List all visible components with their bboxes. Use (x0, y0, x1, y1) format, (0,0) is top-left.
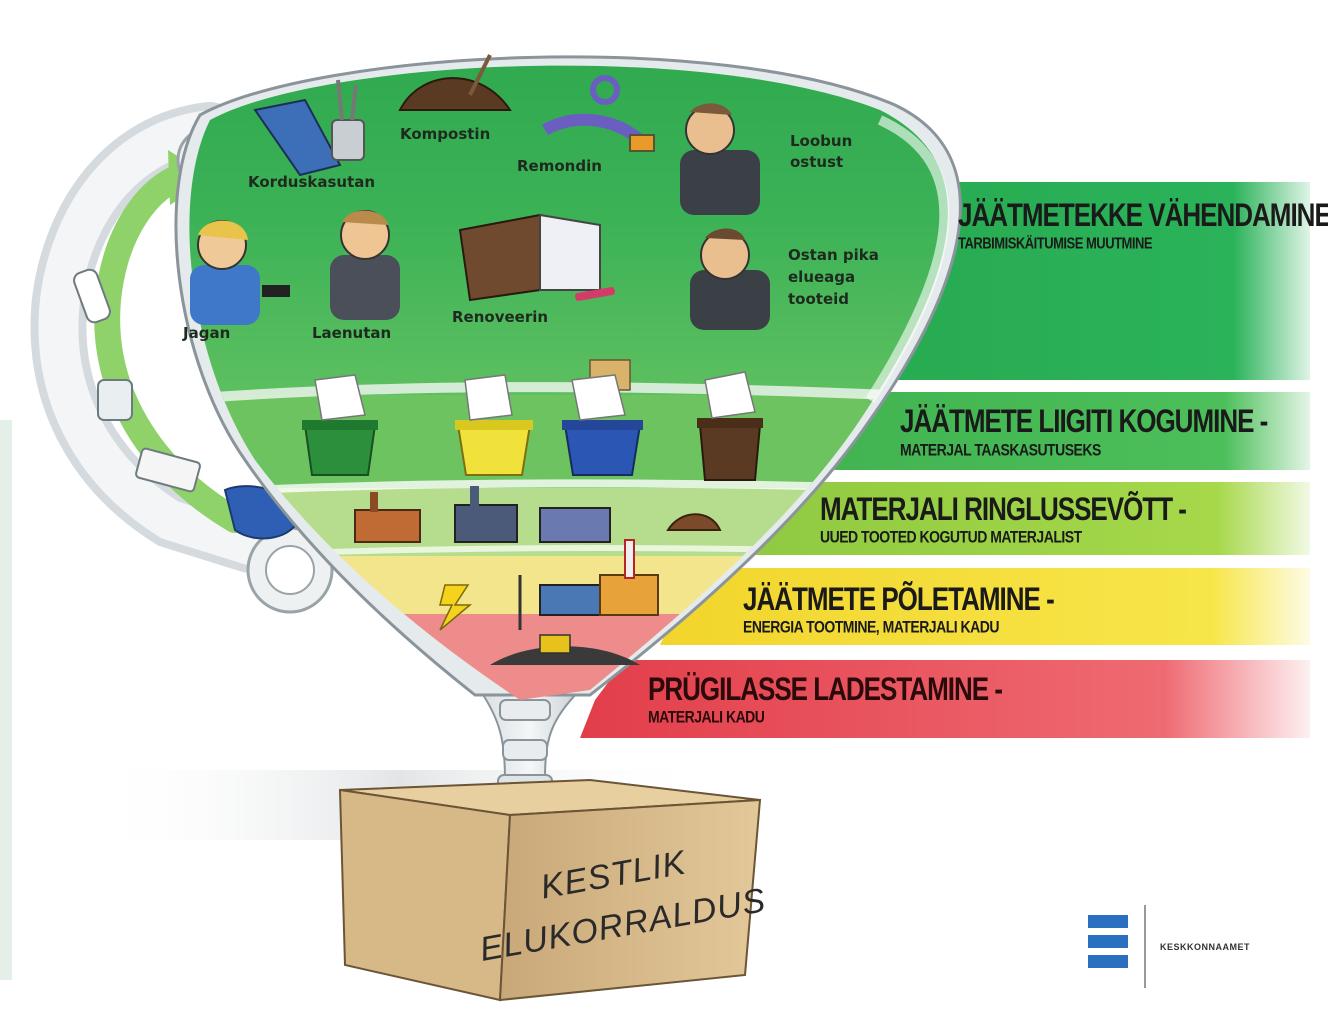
label-laenutan: Laenutan (312, 324, 392, 342)
garden-hose-illustration (541, 75, 655, 152)
logo-name: KESKKONNAAMET (1160, 942, 1251, 952)
band-reduce-subtitle: TARBIMISKÄITUMISE MUUTMINE (958, 234, 1153, 252)
band-incineration (660, 568, 1310, 645)
label-remondin: Remondin (517, 157, 602, 175)
girl-with-drill-illustration (190, 220, 290, 325)
blue-bin (562, 359, 643, 476)
green-bin (302, 374, 378, 476)
boy-borrowing-illustration (330, 210, 400, 320)
label-jagan: Jagan (183, 324, 231, 342)
band-landfill-subtitle: MATERJALI KADU (648, 707, 765, 727)
band-incineration-title: JÄÄTMETE PÕLETAMINE - (743, 580, 1055, 618)
label-ostan-3: tooteid (788, 290, 850, 308)
label-korduskasutan: Korduskasutan (248, 173, 376, 191)
label-ostan-1: Ostan pika (788, 246, 879, 264)
estonian-coat-of-arms-logo (1088, 905, 1146, 988)
label-loobun-2: ostust (790, 153, 844, 171)
band-separate-title: JÄÄTMETE LIIGITI KOGUMINE - (900, 402, 1268, 440)
label-renoveerin: Renoveerin (452, 308, 549, 326)
band-recycling-subtitle: UUED TOOTED KOGUTUD MATERJALIST (820, 527, 1082, 547)
recycling-factories (354, 486, 722, 543)
band-reduce-title: JÄÄTMETEKKE VÄHENDAMINE - (958, 196, 1328, 234)
label-loobun-1: Loobun (790, 132, 853, 150)
band-separate-collection (740, 392, 1310, 470)
yellow-bin (455, 374, 533, 476)
band-recycling-title: MATERJALI RINGLUSSEVÕTT - (820, 490, 1187, 528)
left-edge-strip (0, 420, 12, 980)
pedestal-box (338, 778, 762, 1002)
band-recycling (690, 482, 1310, 555)
brown-bin (697, 371, 763, 481)
power-plant (439, 539, 659, 631)
label-kompostin: Kompostin (400, 125, 491, 143)
sorting-bins (302, 359, 763, 481)
renovated-cabinet-illustration (458, 213, 615, 302)
jeans-and-utensils-illustration (253, 79, 365, 177)
band-incineration-subtitle: ENERGIA TOOTMINE, MATERJALI KADU (743, 617, 999, 637)
landfill-bulldozer (490, 634, 640, 665)
band-landfill-title: PRÜGILASSE LADESTAMINE - (648, 670, 1003, 708)
label-ostan-2: elueaga (788, 268, 856, 286)
band-separate-subtitle: MATERJAL TAASKASUTUSEKS (900, 440, 1101, 460)
man-refusing-illustration (680, 103, 760, 215)
band-landfill (580, 660, 1310, 738)
man-pointing-illustration (690, 228, 770, 330)
compost-pile-illustration (398, 54, 512, 111)
